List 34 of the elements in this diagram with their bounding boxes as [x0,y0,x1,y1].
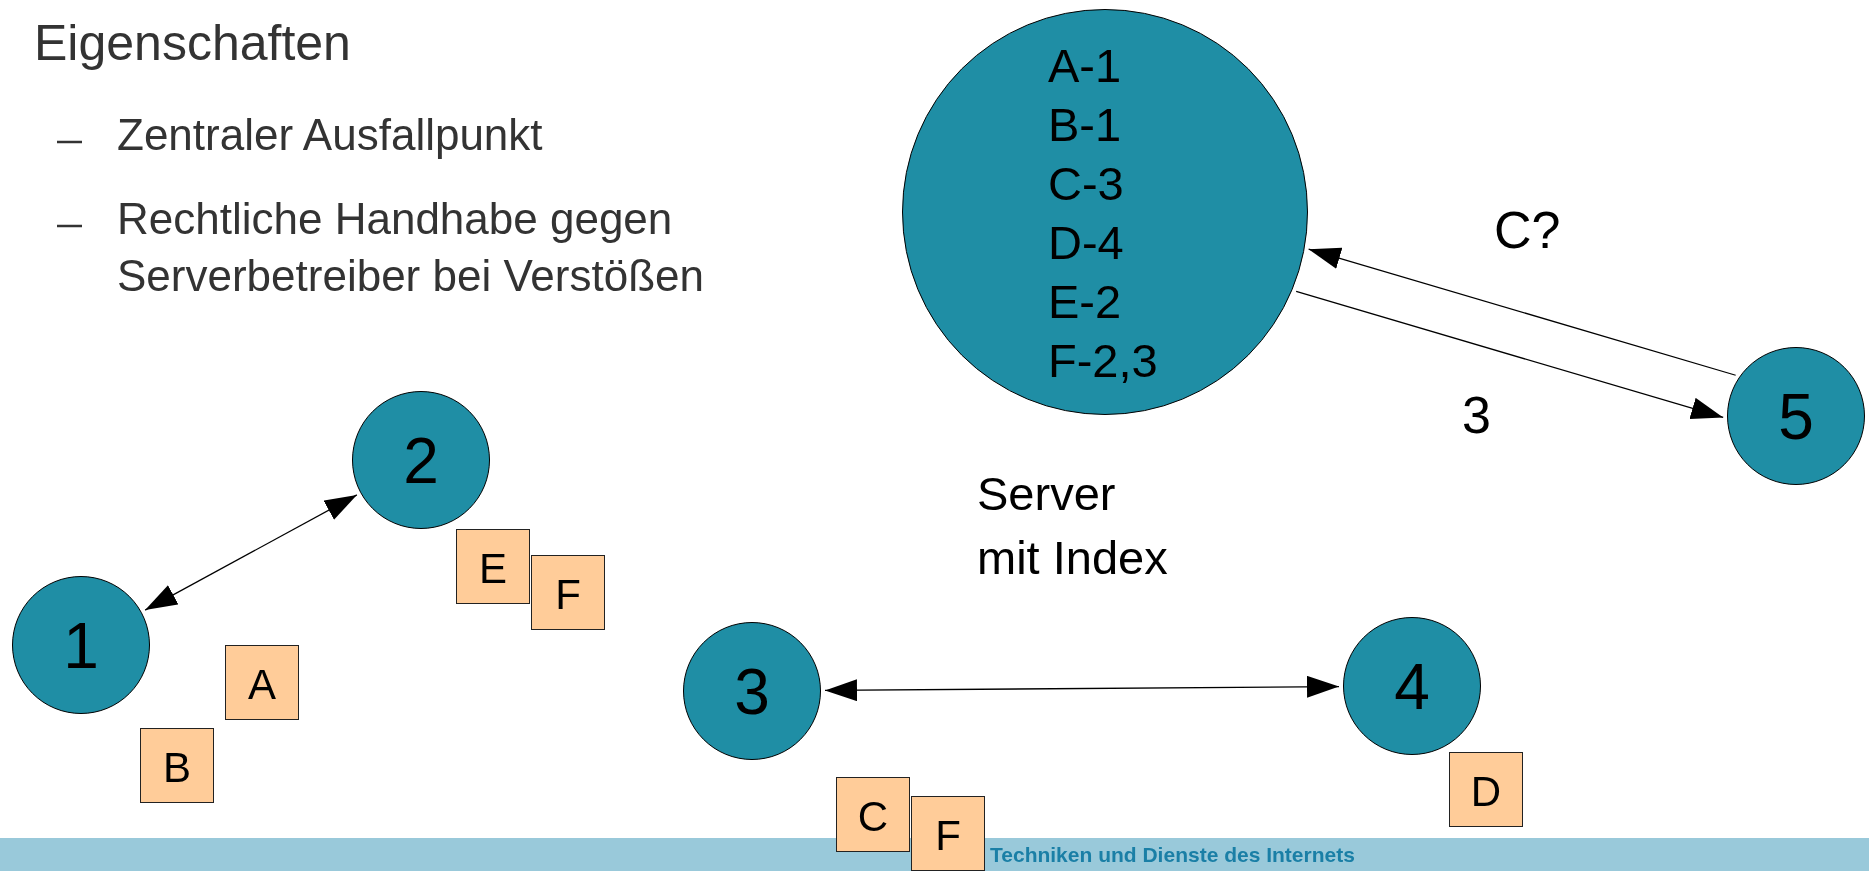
file-box [225,645,299,720]
footer-text: Techniken und Dienste des Internets [990,844,1355,865]
file-letter: D [1469,771,1503,813]
arrow [1307,247,1737,376]
bullet-text: Rechtliche Handhabe gegen Serverbetreiber bei Verstößen [117,193,705,302]
node-caption: Server mit Index [977,466,1169,586]
file-letter: B [162,747,192,789]
file-letter: C [856,796,890,838]
arrow [1295,290,1724,419]
file-letter: F [934,815,962,857]
peer-number: 5 [1777,385,1815,449]
file-box [531,555,605,630]
file-letter: E [478,548,508,590]
index-entry: D-4 [1048,219,1124,266]
index-entry: C-3 [1048,160,1124,207]
peer-number: 1 [62,614,100,678]
index-entry: E-2 [1048,278,1122,325]
index-entry: F-2,3 [1048,337,1158,384]
file-box [456,529,530,604]
index-entry: A-1 [1048,42,1122,89]
heading: Eigenschaften [34,14,351,72]
file-box [1449,752,1523,827]
arrow [824,675,1340,702]
peer-number: 4 [1393,655,1431,719]
index-entry: B-1 [1048,101,1122,148]
bullet-text: Zentraler Ausfallpunkt [117,109,544,161]
file-letter: F [554,574,582,616]
file-box [140,728,214,803]
file-letter: A [247,664,277,706]
peer-number: 2 [402,429,440,493]
file-box [836,777,910,852]
arrow [144,494,358,611]
file-box [911,796,985,871]
peer-number: 3 [733,660,771,724]
